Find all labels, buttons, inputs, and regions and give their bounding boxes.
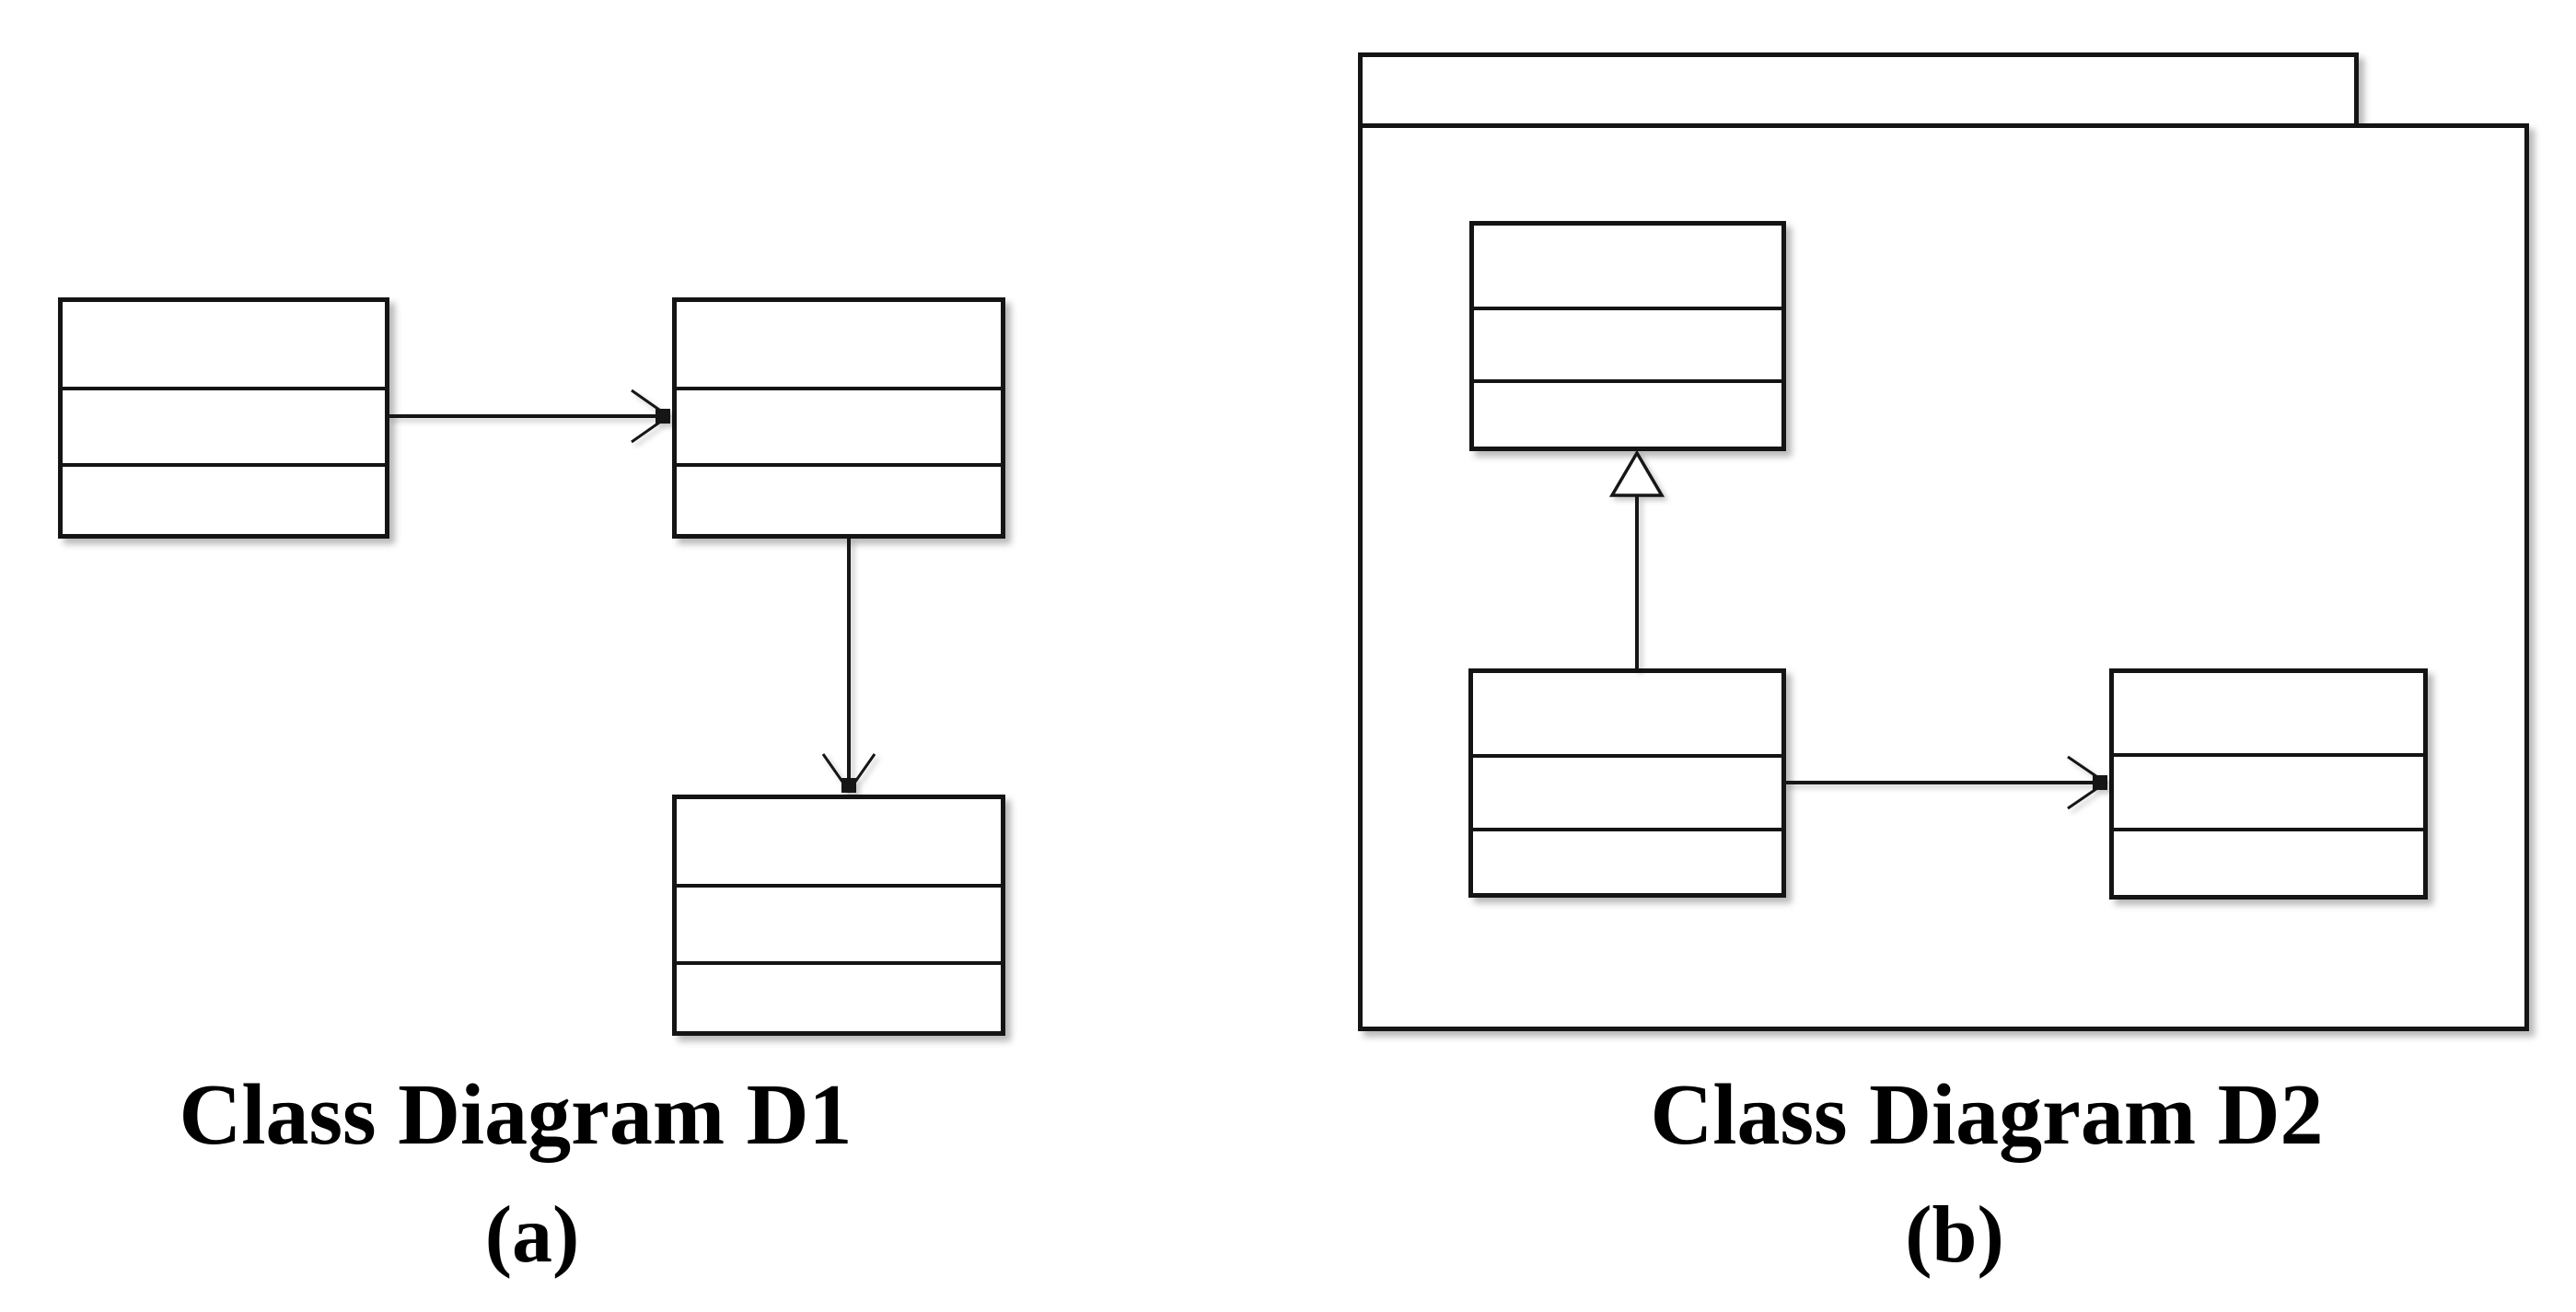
open-arrowhead-icon xyxy=(631,389,671,444)
compartment-divider xyxy=(1474,307,1781,310)
d1-class-bottom-box xyxy=(672,795,1005,1036)
caption-d2: Class Diagram D2 xyxy=(1650,1067,2324,1163)
compartment-divider xyxy=(63,387,385,390)
compartment-divider xyxy=(63,463,385,467)
d1-class-top-right-box xyxy=(672,297,1005,539)
compartment-divider xyxy=(1473,828,1781,831)
d2-class-top-box xyxy=(1469,221,1786,451)
d1-association-topright-to-bottom xyxy=(821,539,876,794)
compartment-divider xyxy=(2114,753,2423,757)
d2-class-bottom-left-box xyxy=(1468,668,1786,898)
arrowhead-dot-icon xyxy=(841,778,856,793)
d2-class-right-box xyxy=(2109,668,2428,900)
compartment-divider xyxy=(2114,828,2423,831)
compartment-divider xyxy=(677,387,1001,390)
arrowhead-dot-icon xyxy=(656,409,670,424)
d1-association-left-to-topright xyxy=(388,389,671,444)
caption-d1: Class Diagram D1 xyxy=(179,1067,853,1163)
sublabel-a: (a) xyxy=(484,1190,580,1280)
d1-class-left-box xyxy=(58,297,389,539)
compartment-divider xyxy=(677,884,1001,888)
compartment-divider xyxy=(677,463,1001,467)
sublabel-b: (b) xyxy=(1905,1190,2004,1280)
d2-package-tab xyxy=(1358,52,2359,129)
compartment-divider xyxy=(1474,379,1781,383)
compartment-divider xyxy=(1473,754,1781,758)
compartment-divider xyxy=(677,961,1001,965)
open-arrowhead-icon xyxy=(821,753,876,794)
